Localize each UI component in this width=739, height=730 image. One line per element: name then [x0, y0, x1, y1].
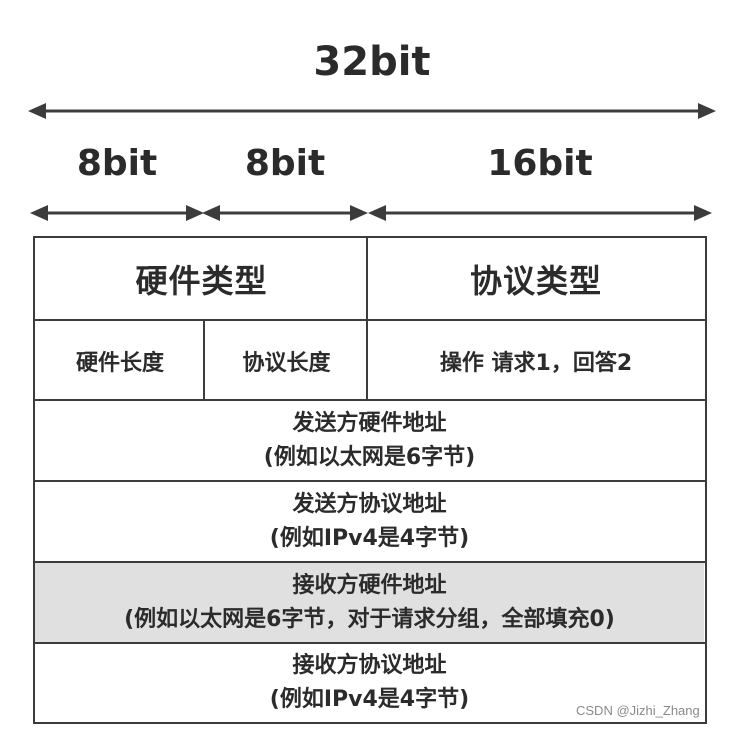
operation-cell: 操作 请求1，回答2 [368, 321, 704, 400]
column-divider [203, 320, 205, 400]
sender-hardware-address-note: (例如以太网是6字节) [263, 444, 476, 470]
sender-hardware-address-cell: 发送方硬件地址 (例如以太网是6字节) [35, 401, 704, 480]
target-hardware-address-title: 接收方硬件地址 [292, 572, 447, 598]
protocol-length-cell: 协议长度 [205, 321, 368, 400]
protocol-length-text: 协议长度 [242, 350, 331, 376]
sender-protocol-address-cell: 发送方协议地址 (例如IPv4是4字节) [35, 482, 704, 561]
row-divider [35, 399, 705, 401]
target-protocol-address-title: 接收方协议地址 [292, 652, 447, 678]
total-width-label: 32bit [313, 39, 431, 85]
row-divider [35, 561, 705, 563]
target-protocol-address-note: (例如IPv4是4字节) [269, 686, 470, 712]
row-divider [35, 480, 705, 482]
hardware-length-text: 硬件长度 [75, 350, 164, 376]
target-hardware-address-cell: 接收方硬件地址 (例如以太网是6字节，对于请求分组，全部填充0) [35, 563, 704, 642]
target-protocol-address-cell: 接收方协议地址 (例如IPv4是4字节) [35, 644, 704, 721]
operation-width-label: 16bit [487, 143, 593, 184]
total-width-arrow [28, 103, 716, 119]
protocol-type-text: 协议类型 [469, 262, 602, 300]
column-divider [366, 238, 368, 400]
field3-width-arrow [368, 205, 712, 221]
hardware-type-cell: 硬件类型 [35, 238, 368, 320]
row-divider [35, 642, 705, 644]
field1-width-arrow [30, 205, 204, 221]
hardware-type-text: 硬件类型 [135, 262, 268, 300]
hardware-length-cell: 硬件长度 [35, 321, 205, 400]
row-divider [35, 319, 705, 321]
watermark: CSDN @Jizhi_Zhang [576, 703, 700, 718]
target-hardware-address-note: (例如以太网是6字节，对于请求分组，全部填充0) [124, 606, 615, 632]
arp-packet-table: 硬件类型 协议类型 硬件长度 协议长度 操作 请求1，回答2 发送方硬件地址 (… [33, 236, 707, 724]
sender-protocol-address-note: (例如IPv4是4字节) [269, 525, 470, 551]
sender-hardware-address-title: 发送方硬件地址 [292, 410, 447, 436]
dimension-arrows [28, 103, 716, 221]
protocol-type-cell: 协议类型 [368, 238, 704, 320]
hardware-type-width-label: 8bit [76, 143, 158, 184]
operation-text: 操作 请求1，回答2 [439, 350, 633, 376]
protocol-type-width-label: 8bit [244, 143, 326, 184]
sender-protocol-address-title: 发送方协议地址 [292, 491, 447, 517]
field2-width-arrow [202, 205, 368, 221]
